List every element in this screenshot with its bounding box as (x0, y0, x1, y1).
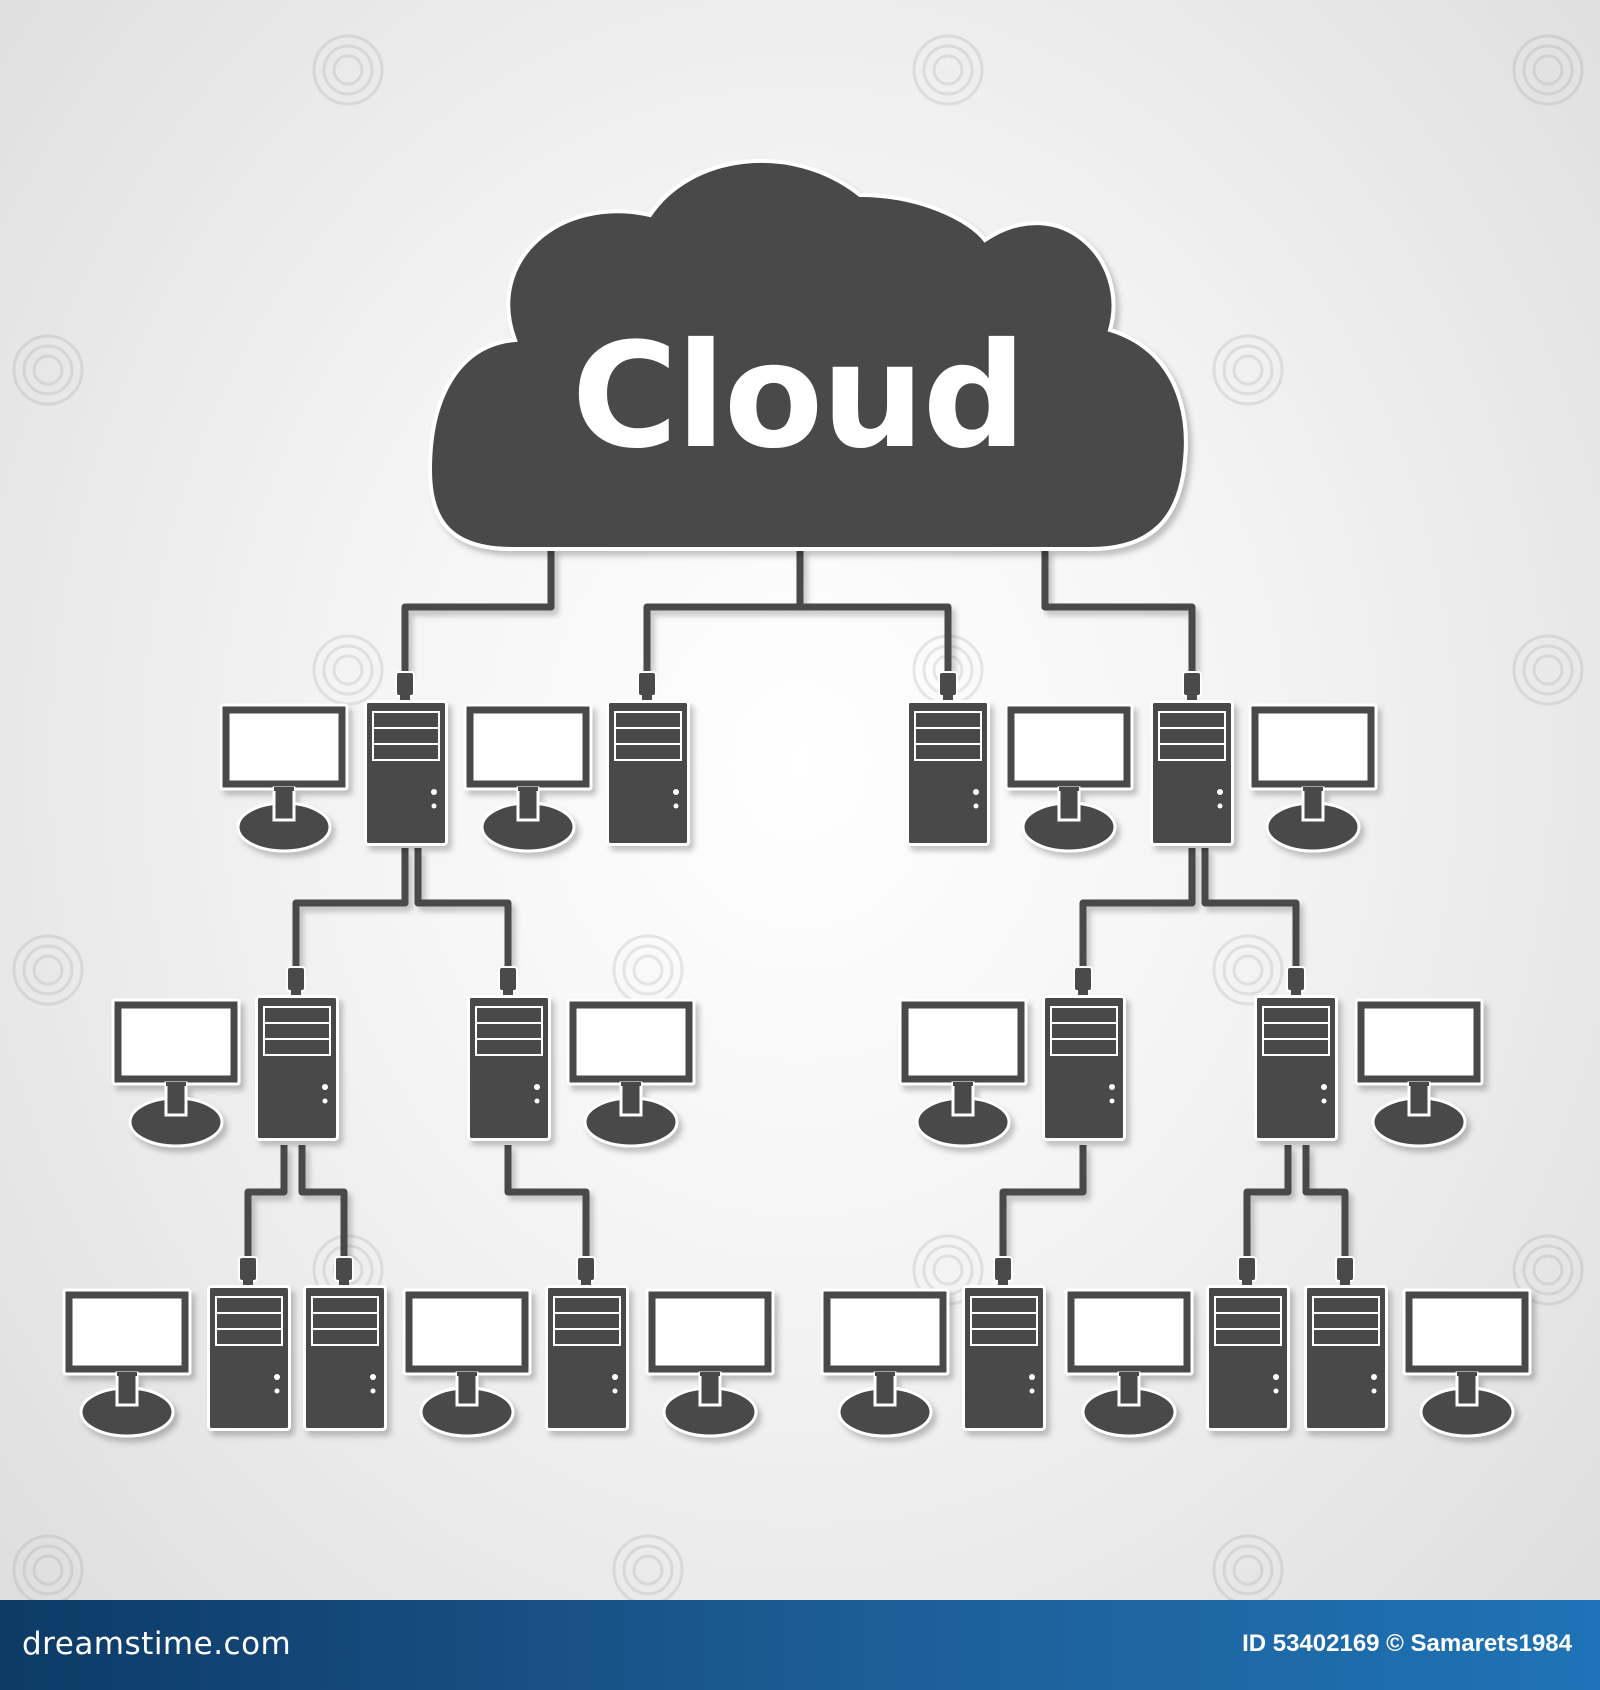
computer-tower-icon (606, 700, 690, 846)
cable-plug (576, 1256, 596, 1285)
network-cable (504, 1145, 590, 1258)
computer-tower-icon (1042, 995, 1126, 1141)
computer-tower-icon (1254, 995, 1338, 1141)
watermark-spiral-icon (912, 34, 984, 106)
watermark-spiral-icon (1212, 334, 1284, 406)
monitor-icon (219, 703, 349, 853)
cable-plug (238, 1256, 258, 1285)
cloud-network-diagram: Cloud (12, 34, 1584, 1600)
watermark-spiral-icon (312, 34, 384, 106)
network-cable (1243, 1145, 1292, 1258)
monitor-icon (463, 703, 593, 853)
monitor-icon (62, 1288, 192, 1438)
monitor-icon (1248, 703, 1378, 853)
footer-brand-logo[interactable]: dreamstime.com (22, 1626, 292, 1662)
devices-layer (62, 671, 1532, 1438)
cable-plug (1182, 671, 1202, 700)
monitor-icon (1402, 1288, 1532, 1438)
network-cable (999, 1145, 1087, 1258)
network-cable (292, 848, 409, 970)
cable-plug (938, 671, 958, 700)
network-cable (414, 848, 512, 970)
network-cables (244, 549, 1349, 1258)
watermark-spiral-icon (1512, 34, 1584, 106)
network-cable (796, 549, 952, 675)
computer-tower-icon (364, 700, 448, 846)
computer-tower-icon (207, 1285, 291, 1431)
network-cable (643, 549, 804, 675)
network-cable (1201, 848, 1300, 970)
cable-plug (286, 966, 306, 995)
watermark-spiral-icon (1212, 1534, 1284, 1600)
network-cable (298, 1145, 348, 1258)
network-cable (1079, 848, 1196, 970)
watermark-spiral-icon (1512, 1234, 1584, 1306)
cable-plug (993, 1256, 1013, 1285)
cable-plug (637, 671, 657, 700)
cable-plug (395, 671, 415, 700)
footer-stock-info: ID 53402169 © Samarets1984 (1242, 1630, 1572, 1657)
monitor-icon (820, 1288, 950, 1438)
network-cable (244, 1145, 288, 1258)
monitor-icon (1354, 998, 1484, 1148)
watermark-spiral-icon (312, 634, 384, 706)
network-cable (1041, 549, 1196, 675)
watermark-spiral-icon (12, 334, 84, 406)
cable-plug (498, 966, 518, 995)
computer-tower-icon (962, 1285, 1046, 1431)
cable-plug (1073, 966, 1093, 995)
computer-tower-icon (467, 995, 551, 1141)
footer-bar: dreamstime.com ID 53402169 © Samarets198… (0, 1600, 1600, 1690)
computer-tower-icon (545, 1285, 629, 1431)
monitor-icon (1064, 1288, 1194, 1438)
monitor-icon (645, 1288, 775, 1438)
watermark-spiral-icon (12, 934, 84, 1006)
watermark-layer (12, 34, 1584, 1600)
watermark-spiral-icon (1512, 634, 1584, 706)
cloud-icon: Cloud (427, 158, 1188, 551)
network-cable (401, 549, 555, 675)
monitor-icon (1004, 703, 1134, 853)
computer-tower-icon (906, 700, 990, 846)
cable-plug (1335, 1256, 1355, 1285)
watermark-spiral-icon (1212, 934, 1284, 1006)
cloud-label: Cloud (572, 312, 1025, 481)
watermark-spiral-icon (612, 1534, 684, 1600)
computer-tower-icon (1304, 1285, 1388, 1431)
watermark-spiral-icon (12, 1534, 84, 1600)
computer-tower-icon (255, 995, 339, 1141)
cable-plug (1286, 966, 1306, 995)
monitor-icon (566, 998, 696, 1148)
network-cable (1302, 1145, 1349, 1258)
monitor-icon (402, 1288, 532, 1438)
computer-tower-icon (1206, 1285, 1290, 1431)
monitor-icon (111, 998, 241, 1148)
computer-tower-icon (1150, 700, 1234, 846)
cable-plug (334, 1256, 354, 1285)
computer-tower-icon (303, 1285, 387, 1431)
monitor-icon (898, 998, 1028, 1148)
cable-plug (1237, 1256, 1257, 1285)
watermark-spiral-icon (612, 934, 684, 1006)
